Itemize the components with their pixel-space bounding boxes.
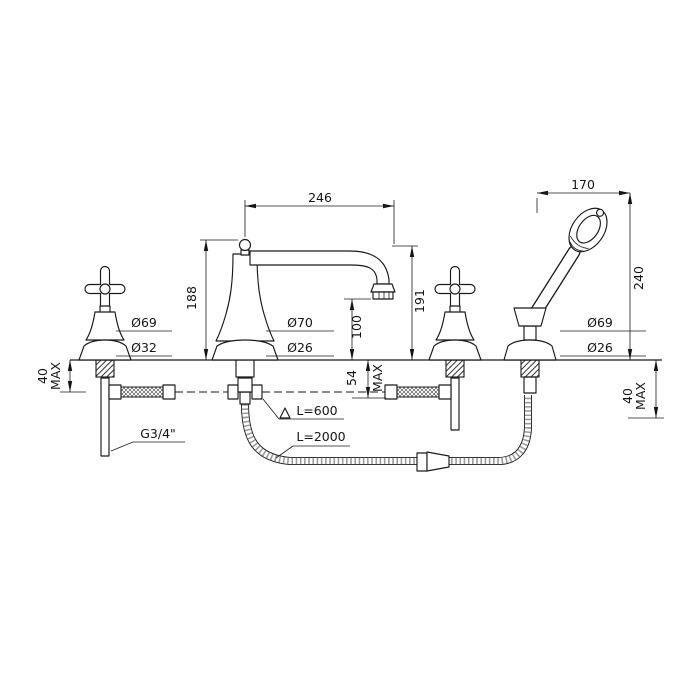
tee-right-stub	[251, 384, 263, 400]
right-valve	[384, 265, 482, 431]
left-inlet-pipe	[100, 377, 110, 457]
hose-long-label: L=2000	[296, 429, 345, 444]
spout-arm	[249, 250, 390, 285]
dim-spout-reach: 246	[244, 190, 395, 244]
dim-deck-right: 40 MAX	[620, 360, 664, 419]
shower-flange-dia-label: Ø69	[587, 315, 613, 330]
finial-ball	[238, 238, 252, 252]
right-flex-hose	[396, 386, 440, 398]
valve-shank-dia-label: Ø32	[131, 340, 157, 355]
dim-spout-height: 188	[184, 239, 238, 360]
outlet-height-label: 191	[412, 289, 427, 313]
deck-right-max-label: MAX	[633, 382, 648, 410]
spout-outlet	[370, 283, 396, 293]
right-mounting-nut	[445, 359, 465, 378]
spout-shank-dia-label: Ø26	[287, 340, 313, 355]
cradle-post	[523, 325, 537, 341]
center-below-deck-label: 54	[344, 370, 359, 386]
callout-shower-shank: Ø26	[560, 340, 646, 357]
left-flex-hose	[120, 386, 164, 398]
dim-outlet-height: 191	[392, 245, 427, 360]
shower-height-label: 240	[631, 266, 646, 290]
inlet-thread-label: G3/4"	[140, 426, 176, 441]
annotation-hose-short: L=600	[262, 398, 344, 420]
valve-flange-dia-label: Ø69	[131, 315, 157, 330]
deck-left-label: 40	[35, 368, 50, 384]
callout-spout-shank: Ø26	[266, 340, 334, 357]
shower-escutcheon	[503, 339, 557, 361]
spout-escutcheon	[211, 339, 279, 361]
shower-shank-fitting	[523, 376, 537, 394]
hose-inline-fitting	[416, 451, 450, 472]
spout-reach-label: 246	[308, 190, 332, 205]
shower-head	[568, 207, 608, 253]
center-spout	[211, 238, 396, 405]
flag-triangle-icon	[279, 407, 291, 419]
valve-bonnet	[85, 311, 125, 341]
dim-center-below-deck: 54 MAX	[344, 360, 386, 399]
callout-shower-flange: Ø69	[560, 315, 646, 332]
tee-bottom-stub	[239, 391, 251, 405]
dim-shower-height: 240	[627, 193, 646, 360]
dim-shower-reach: 170	[536, 177, 630, 213]
callout-valve-shank: Ø32	[116, 340, 172, 357]
outlet-clearance-label: 100	[349, 315, 364, 339]
handle-hub	[99, 283, 111, 295]
handshower-hose	[241, 395, 532, 472]
spout-height-label: 188	[184, 286, 199, 310]
deck-left-max-label: MAX	[48, 362, 63, 390]
shower-mounting-nut	[520, 359, 540, 378]
deck-right-label: 40	[620, 388, 635, 404]
callout-valve-flange: Ø69	[116, 315, 172, 332]
valve-escutcheon	[78, 339, 132, 361]
handle-hub	[449, 283, 461, 295]
callout-spout-flange: Ø70	[266, 315, 334, 332]
left-hose-nut	[162, 384, 176, 400]
left-valve	[78, 265, 176, 457]
tee-body	[237, 377, 253, 393]
dim-deck-left: 40 MAX	[35, 360, 86, 393]
left-mounting-nut	[95, 359, 115, 378]
annotation-hose-long: L=2000	[275, 429, 350, 459]
dim-outlet-clearance: 100	[344, 298, 371, 360]
shower-shank-dia-label: Ø26	[587, 340, 613, 355]
spout-flange-dia-label: Ø70	[287, 315, 313, 330]
tee-left-stub	[227, 384, 239, 400]
valve-escutcheon	[428, 339, 482, 361]
left-outlet-fitting	[108, 384, 122, 400]
handshower	[503, 207, 608, 394]
right-outlet-fitting	[438, 384, 452, 400]
spout-column	[215, 253, 275, 342]
shower-reach-label: 170	[571, 177, 595, 192]
right-hose-nut	[384, 384, 398, 400]
aerator	[372, 291, 394, 300]
center-below-deck-max-label: MAX	[370, 364, 385, 392]
hose-short-label: L=600	[296, 403, 337, 418]
spout-mounting-nut	[235, 359, 255, 378]
right-inlet-pipe	[450, 377, 460, 431]
valve-bonnet	[435, 311, 475, 341]
annotation-inlet-thread: G3/4"	[110, 426, 185, 452]
cradle-cup	[513, 307, 547, 327]
